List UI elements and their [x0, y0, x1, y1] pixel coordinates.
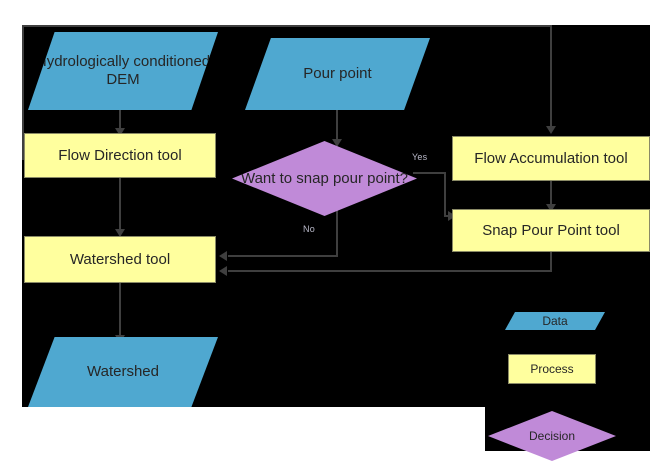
- node-watershed-tool[interactable]: Watershed tool: [24, 236, 216, 283]
- legend-item-process: Process: [508, 354, 596, 384]
- arrowhead-flow-accumulation: [546, 126, 556, 134]
- connector-flow-direction-to-watershed-tool: [119, 178, 121, 232]
- arrowhead-watershed-tool-top: [115, 229, 125, 237]
- node-label: Flow Accumulation tool: [474, 149, 628, 167]
- legend-item-data: Data: [505, 312, 605, 330]
- node-flow-direction-tool[interactable]: Flow Direction tool: [24, 133, 216, 178]
- connector-yes-horizontal: [413, 172, 446, 174]
- connector-snap-down: [550, 239, 552, 272]
- arrowhead-decision: [332, 139, 342, 147]
- connector-accumulation-to-snap: [550, 181, 552, 207]
- node-label: Pour point: [303, 65, 372, 83]
- connector-top-rail: [22, 25, 552, 27]
- edge-label-no: No: [303, 224, 315, 234]
- node-snap-pour-point-tool[interactable]: Snap Pour Point tool: [452, 209, 650, 252]
- node-watershed[interactable]: Watershed: [28, 337, 218, 407]
- node-label: Flow Direction tool: [58, 146, 182, 164]
- connector-no-horizontal: [228, 255, 338, 257]
- arrowhead-snap-top: [546, 204, 556, 212]
- connector-snap-to-watershed-tool: [228, 270, 552, 272]
- arrowhead-watershed-tool-snap: [219, 266, 227, 276]
- connector-left-spine: [22, 25, 24, 159]
- connector-pour-point-to-decision: [336, 110, 338, 142]
- node-label: Watershed tool: [69, 250, 171, 268]
- legend-label-decision: Decision: [528, 428, 576, 443]
- arrowhead-watershed-tool-no: [219, 251, 227, 261]
- node-label: Watershed: [87, 363, 159, 381]
- node-pour-point[interactable]: Pour point: [245, 38, 430, 110]
- connector-no-vertical: [336, 200, 338, 256]
- connector-dem-to-flow-direction: [119, 110, 121, 131]
- arrowhead-flow-direction: [115, 128, 125, 136]
- connector-watershed-tool-to-watershed: [119, 283, 121, 338]
- node-label: Snap Pour Point tool: [482, 221, 620, 239]
- connector-yes-into-snap: [444, 215, 450, 217]
- node-hydrologically-conditioned-dem[interactable]: Hydrologically conditioned DEM: [28, 32, 218, 110]
- node-label: Want to snap pour point?: [240, 169, 409, 187]
- connector-yes-vertical: [444, 172, 446, 216]
- connector-top-rail-drop: [550, 25, 552, 128]
- legend-label-process: Process: [530, 361, 574, 376]
- edge-label-yes: Yes: [412, 152, 428, 162]
- node-label: Hydrologically conditioned DEM: [35, 53, 211, 88]
- node-flow-accumulation-tool[interactable]: Flow Accumulation tool: [452, 136, 650, 181]
- legend-label-data: Data: [542, 313, 568, 328]
